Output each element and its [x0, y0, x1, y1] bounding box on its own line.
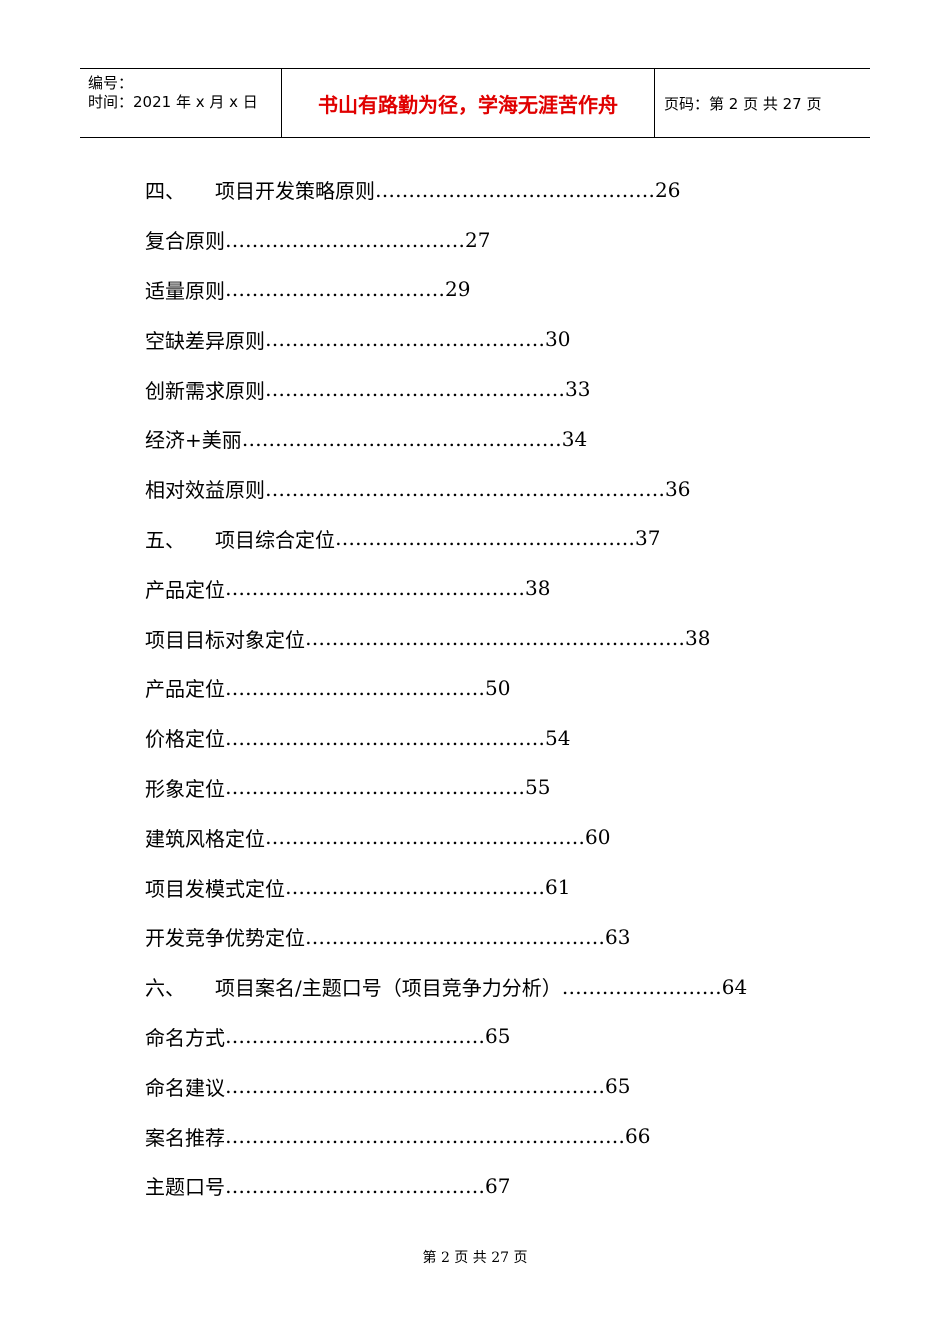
toc-page-number: 36 — [665, 476, 691, 501]
toc-entry-title: 产品定位 — [145, 577, 225, 602]
toc-entry-title: 开发竞争优势定位 — [145, 926, 305, 951]
page-footer: 第 2 页 共 27 页 — [422, 1250, 528, 1266]
toc-entry[interactable]: 项目发模式定位…………………………………61 — [145, 862, 747, 912]
toc-leader-dots: ……………………………………… — [265, 377, 565, 402]
toc-entry-title: 复合原则 — [145, 229, 225, 254]
toc-page-number: 37 — [635, 526, 661, 551]
toc-leader-dots: ………………………………… — [225, 675, 485, 700]
toc-leader-dots: ………………………………… — [225, 1173, 485, 1198]
toc-page-number: 67 — [485, 1173, 511, 1198]
toc-page-number: 33 — [565, 377, 591, 402]
toc-page-number: 34 — [561, 426, 588, 451]
toc-leader-dots: ……………………………………… — [225, 576, 525, 601]
toc-entry[interactable]: 相对效益原则……………………………………………………36 — [145, 464, 747, 514]
toc-page-number: 55 — [525, 775, 551, 800]
toc-leader-dots: ………………………………………… — [241, 426, 562, 451]
toc-entry[interactable]: 创新需求原则………………………………………33 — [145, 364, 747, 414]
toc-entry[interactable]: 价格定位…………………………………………54 — [145, 713, 747, 763]
toc-leader-dots: ……………………………………… — [225, 775, 525, 800]
toc-leader-dots: ………………………………………… — [265, 825, 585, 850]
toc-entry-title: 价格定位 — [145, 727, 225, 752]
toc-entry-title: 主题口号 — [145, 1175, 225, 1200]
toc-leader-dots: …………………………… — [225, 277, 445, 302]
toc-entry[interactable]: 五、 项目综合定位………………………………………37 — [145, 514, 747, 564]
toc-entry[interactable]: 产品定位………………………………………38 — [145, 563, 747, 613]
toc-page-number: 27 — [465, 227, 491, 252]
toc-page-number: 66 — [625, 1124, 651, 1149]
toc-page-number: 64 — [721, 974, 748, 999]
toc-entry[interactable]: 建筑风格定位…………………………………………60 — [145, 812, 747, 862]
toc-entry[interactable]: 产品定位…………………………………50 — [145, 663, 747, 713]
header-page-info: 页码：第 2 页 共 27 页 — [664, 94, 822, 113]
toc-leader-dots: ……………………………… — [225, 227, 465, 252]
toc-entry-title: 空缺差异原则 — [145, 328, 265, 353]
toc-entry-title: 形象定位 — [145, 776, 225, 801]
toc-entry[interactable]: 案名推荐……………………………………………………66 — [145, 1111, 747, 1161]
toc-page-number: 65 — [485, 1024, 511, 1049]
toc-leader-dots: …………………… — [561, 974, 722, 999]
toc-page-number: 30 — [545, 327, 571, 352]
toc-entry[interactable]: 形象定位………………………………………55 — [145, 763, 747, 813]
toc-entry[interactable]: 四、 项目开发策略原则……………………………………26 — [145, 165, 747, 215]
toc-entry-title: 项目案名/主题口号（项目竞争力分析） — [215, 976, 562, 1001]
toc-entry[interactable]: 命名建议…………………………………………………65 — [145, 1061, 747, 1111]
toc-entry[interactable]: 主题口号…………………………………67 — [145, 1161, 747, 1211]
time-label: 时间：2021 年 x 月 x 日 — [88, 93, 258, 111]
toc-entry-title: 产品定位 — [145, 677, 225, 702]
toc-entry[interactable]: 经济+美丽…………………………………………34 — [145, 414, 747, 464]
toc-entry-title: 适量原则 — [145, 278, 225, 303]
toc-leader-dots: ………………………………………………… — [305, 626, 685, 651]
toc-page-number: 61 — [545, 875, 571, 900]
toc-leader-dots: ………………………………… — [225, 1024, 485, 1049]
toc-entry-title: 项目发模式定位 — [145, 876, 285, 901]
toc-page-number: 50 — [485, 675, 511, 700]
toc-entry-title: 项目综合定位 — [215, 527, 335, 552]
toc-entry[interactable]: 复合原则 ………………………………27 — [145, 215, 747, 265]
toc-leader-dots: ………………………………… — [285, 875, 545, 900]
header-motto: 书山有路勤为径，学海无涯苦作舟 — [282, 69, 655, 137]
toc-entry-title: 命名建议 — [145, 1075, 225, 1100]
toc-entry[interactable]: 命名方式…………………………………65 — [145, 1012, 747, 1062]
toc-entry-title: 经济+美丽 — [145, 428, 242, 453]
toc-entry[interactable]: 六、 项目案名/主题口号（项目竞争力分析）……………………64 — [145, 962, 747, 1012]
toc-leader-dots: ……………………………………… — [335, 526, 635, 551]
toc-leader-dots: ………………………………………………… — [225, 1074, 605, 1099]
toc-page-number: 38 — [525, 576, 551, 601]
toc-entry-title: 项目开发策略原则 — [215, 179, 375, 204]
toc-leader-dots: ……………………………………… — [305, 924, 605, 949]
toc-entry[interactable]: 适量原则 ……………………………29 — [145, 265, 747, 315]
header-info-cell: 编号： 时间：2021 年 x 月 x 日 — [80, 69, 282, 137]
toc-leader-dots: …………………………………………………… — [265, 476, 665, 501]
toc-leader-dots: …………………………………… — [265, 327, 545, 352]
toc-entry-title: 命名方式 — [145, 1025, 225, 1050]
serial-label: 编号： — [88, 74, 134, 92]
toc-page-number: 54 — [545, 725, 571, 750]
toc-page-number: 63 — [605, 924, 631, 949]
toc-entry-title: 相对效益原则 — [145, 478, 265, 503]
toc-page-number: 29 — [445, 277, 471, 302]
toc-page-number: 38 — [685, 626, 711, 651]
toc-entry-title: 创新需求原则 — [145, 378, 265, 403]
toc-leader-dots: …………………………………………………… — [225, 1124, 625, 1149]
toc-page-number: 65 — [605, 1074, 631, 1099]
toc-entry-title: 建筑风格定位 — [145, 826, 265, 851]
toc-entry[interactable]: 开发竞争优势定位………………………………………63 — [145, 912, 747, 962]
toc-entry[interactable]: 空缺差异原则……………………………………30 — [145, 314, 747, 364]
toc-entry[interactable]: 项目目标对象定位…………………………………………………38 — [145, 613, 747, 663]
toc-section-number: 五、 — [145, 527, 185, 552]
toc-entry-title: 项目目标对象定位 — [145, 627, 305, 652]
page-header: 编号： 时间：2021 年 x 月 x 日 书山有路勤为径，学海无涯苦作舟 页码… — [80, 68, 870, 138]
toc-page-number: 26 — [655, 177, 681, 202]
toc-page-number: 60 — [585, 825, 611, 850]
toc-leader-dots: …………………………………… — [375, 177, 655, 202]
toc-section-number: 六、 — [145, 976, 185, 1001]
toc-entry-title: 案名推荐 — [145, 1125, 225, 1150]
toc-section-number: 四、 — [145, 179, 185, 204]
toc-leader-dots: ………………………………………… — [225, 725, 545, 750]
